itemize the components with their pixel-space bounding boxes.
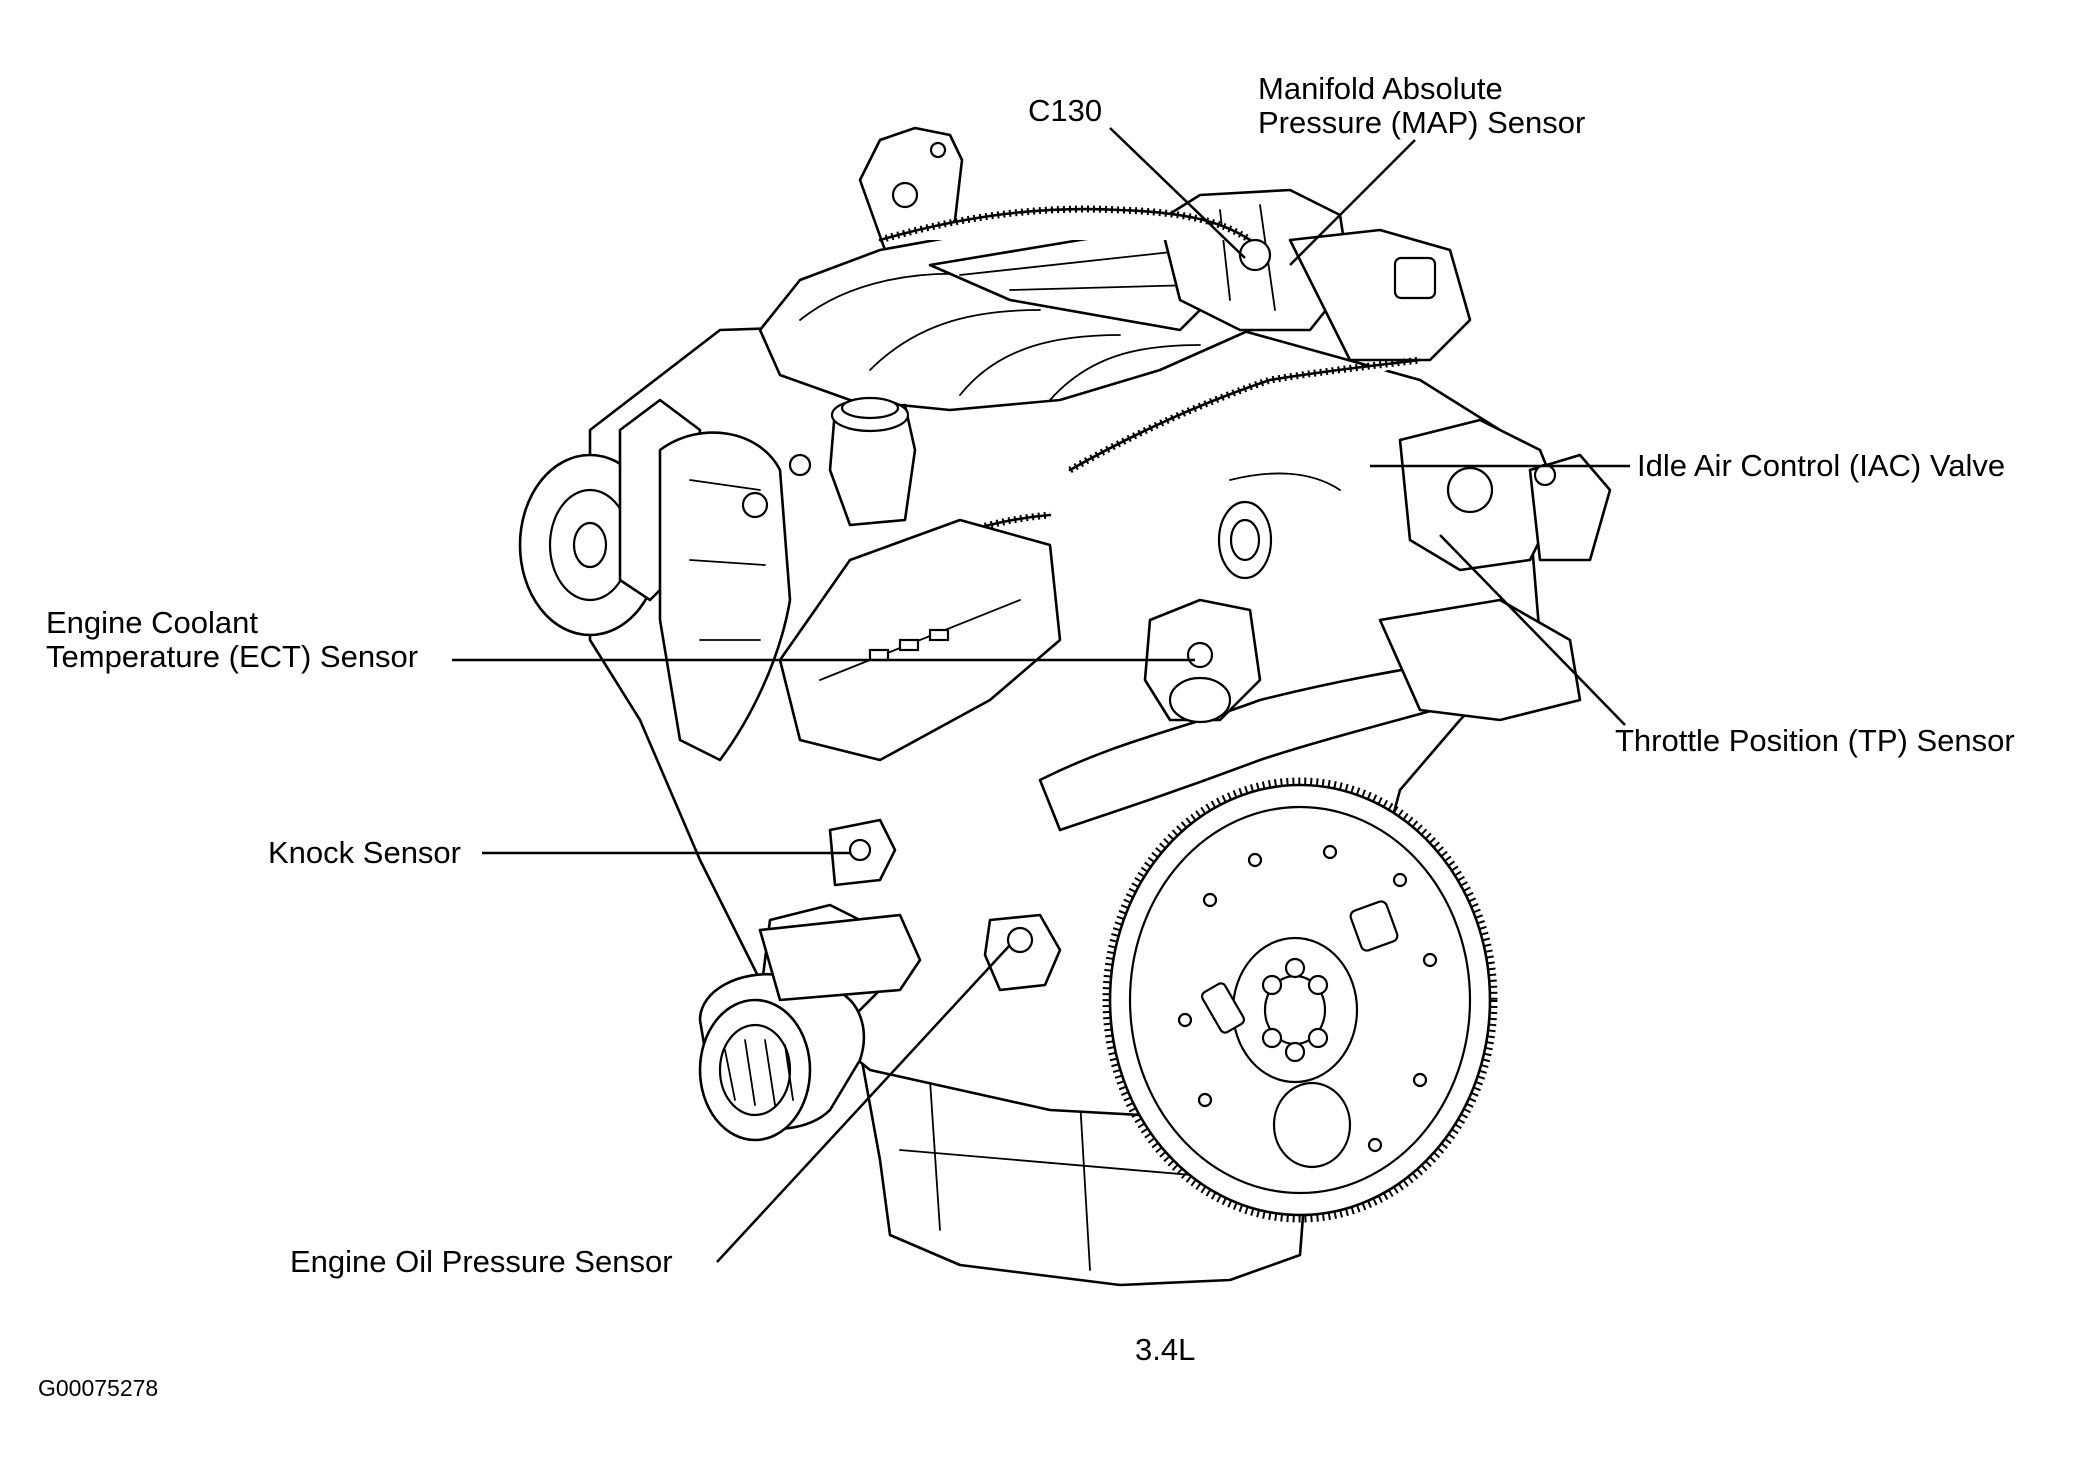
label-knock-sensor: Knock Sensor [268, 835, 461, 870]
label-c130: C130 [1028, 93, 1103, 128]
label-map-sensor: Manifold Absolute Pressure (MAP) Sensor [1258, 71, 1586, 140]
label-oil-pressure-sensor: Engine Oil Pressure Sensor [290, 1244, 673, 1279]
engine-size-caption: 3.4L [1135, 1332, 1196, 1367]
leader-oil-pressure [716, 944, 1011, 1263]
label-ect-sensor: Engine Coolant Temperature (ECT) Sensor [46, 605, 419, 674]
label-tp-sensor: Throttle Position (TP) Sensor [1615, 723, 2015, 758]
leader-tp [1439, 534, 1626, 726]
label-iac-valve: Idle Air Control (IAC) Valve [1637, 448, 2006, 483]
leader-map [1289, 139, 1416, 266]
engine-drawing [518, 126, 1612, 1287]
leader-c130 [1109, 127, 1246, 259]
leader-lines [452, 127, 1630, 1263]
figure-code: G00075278 [38, 1375, 159, 1401]
